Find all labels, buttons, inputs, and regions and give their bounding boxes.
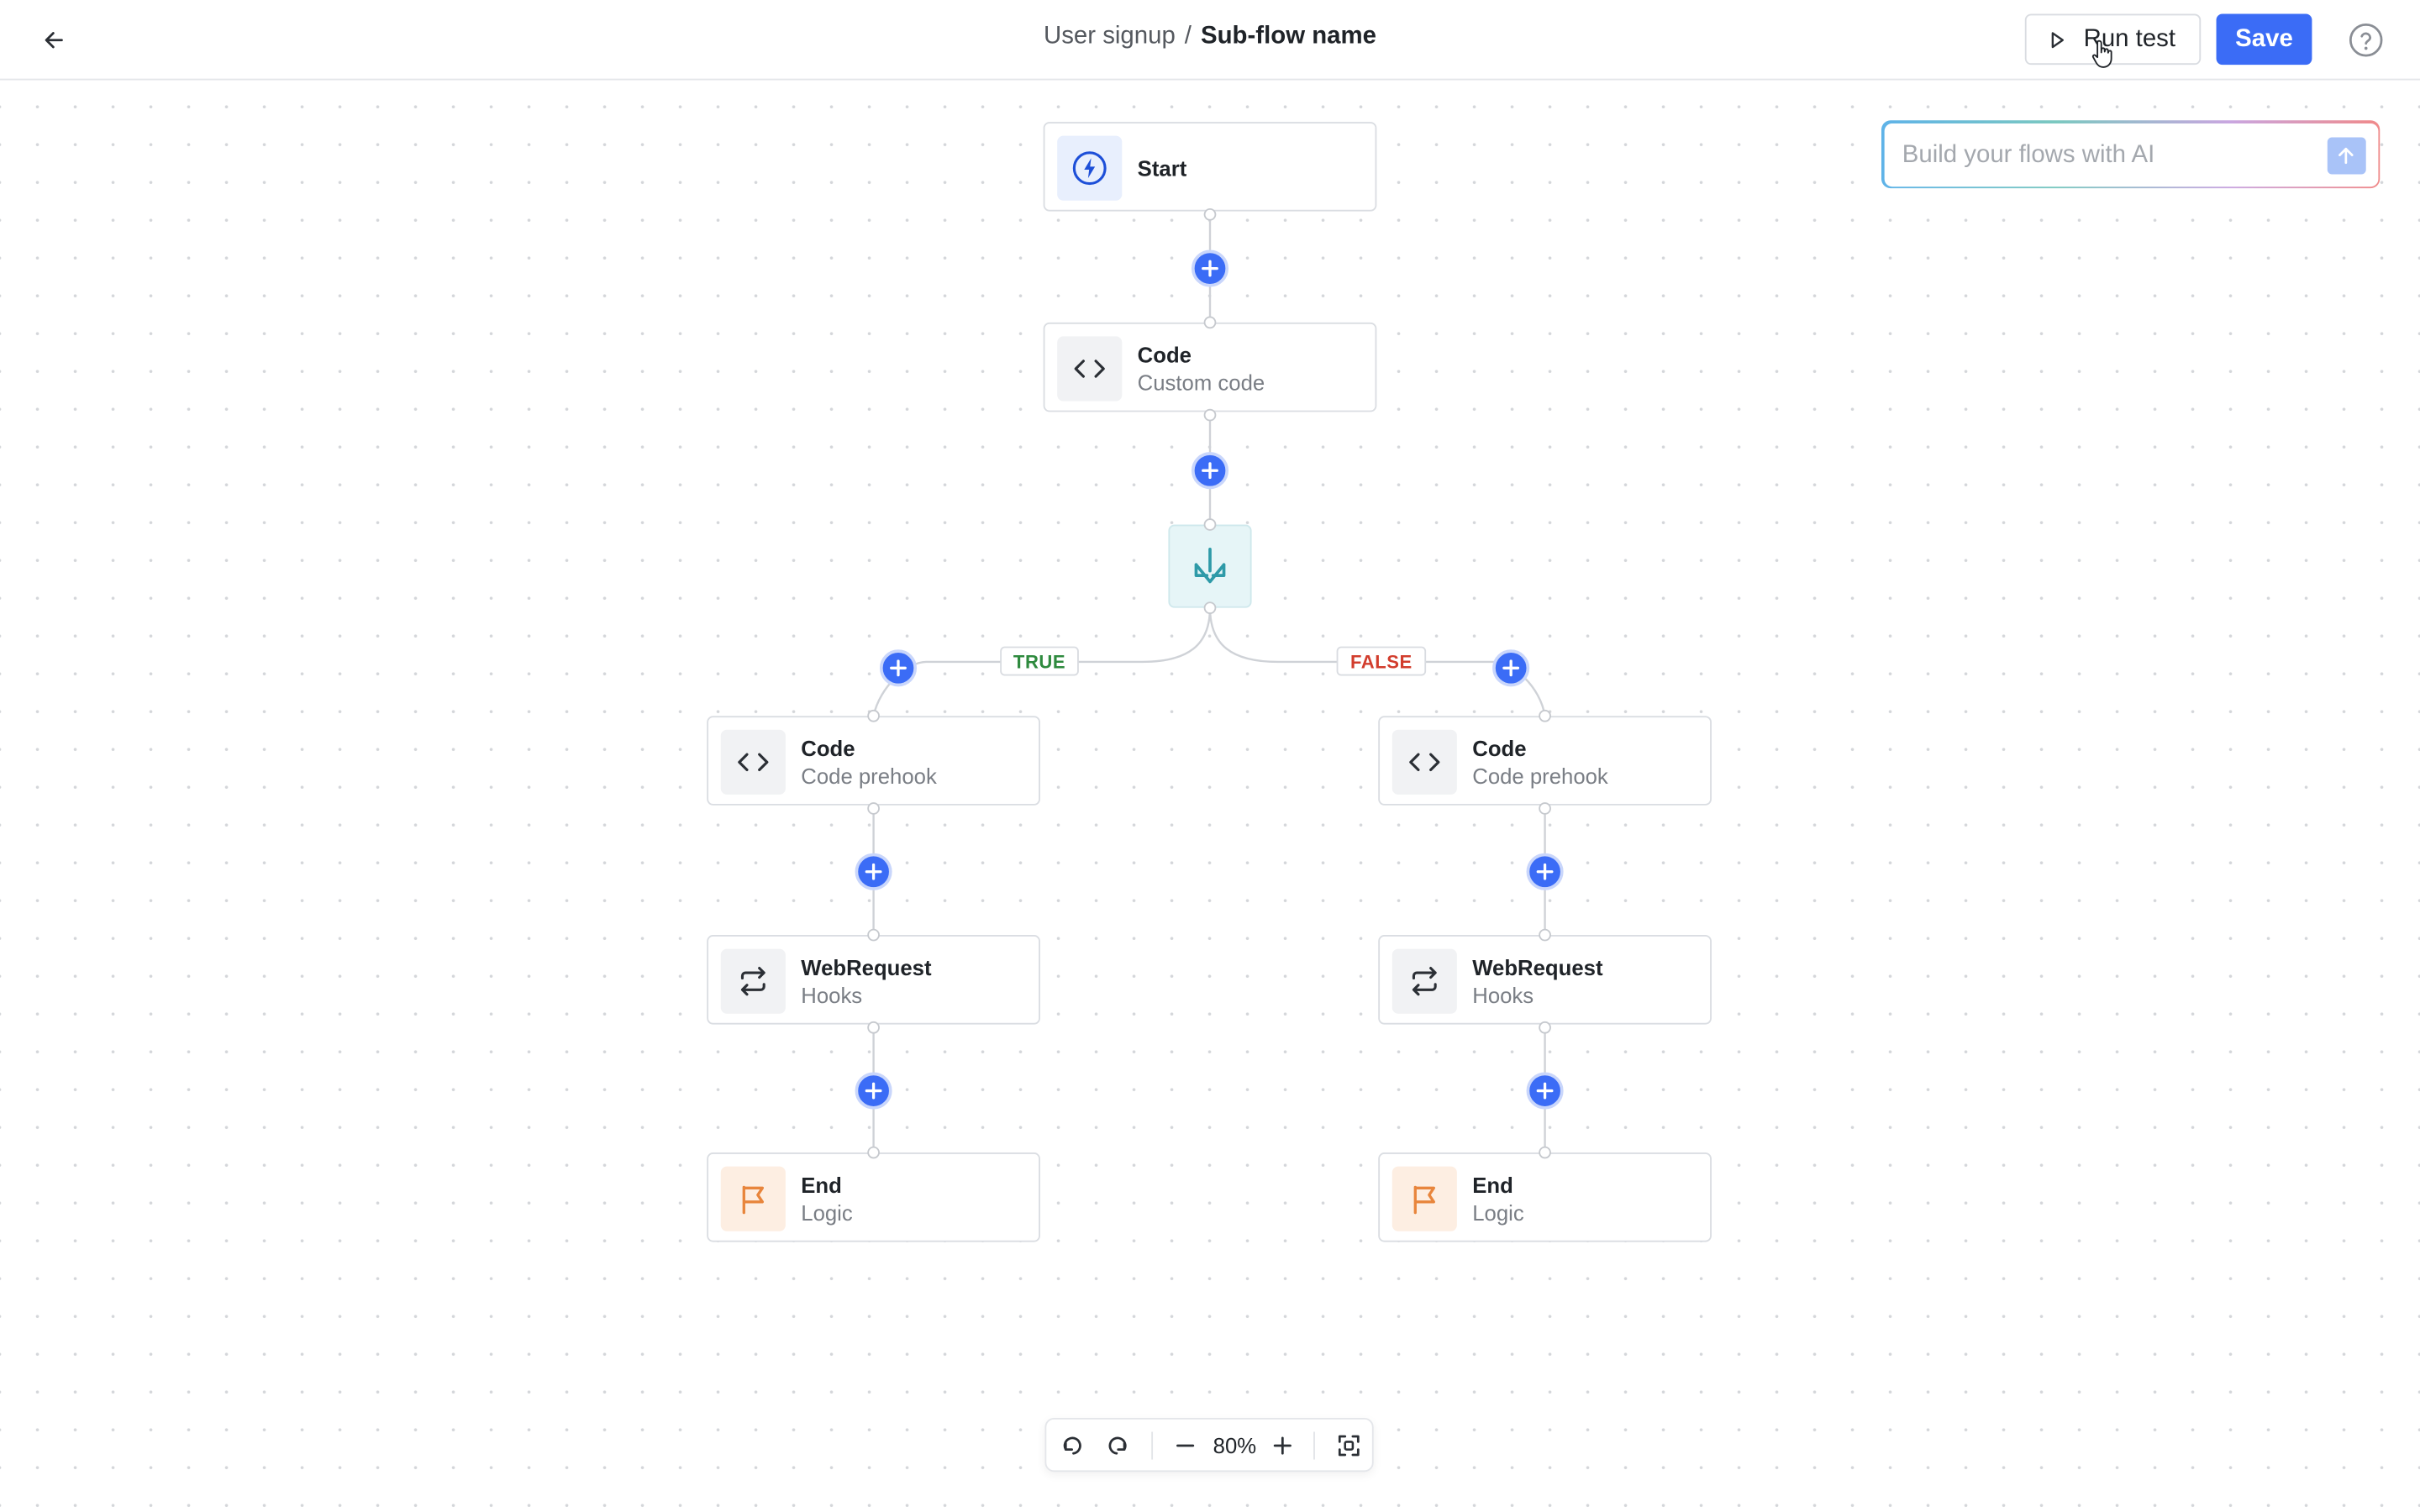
add-step-button[interactable] — [1191, 249, 1229, 287]
flag-icon — [1413, 1185, 1435, 1215]
add-step-button-false-branch[interactable] — [1492, 649, 1530, 687]
code-brackets-icon — [1074, 360, 1105, 378]
connection-port[interactable] — [867, 1146, 880, 1159]
plus-icon — [865, 1082, 882, 1100]
plus-icon — [1273, 1436, 1292, 1455]
connection-port[interactable] — [1539, 928, 1551, 942]
top-bar: User signup / Sub-flow name Run test Save — [0, 0, 2420, 81]
node-title: Code — [801, 736, 855, 761]
node-title: WebRequest — [1472, 954, 1603, 980]
zoom-level: 80% — [1213, 1433, 1257, 1458]
node-title: WebRequest — [801, 954, 932, 980]
node-subtitle: Logic — [801, 1200, 853, 1226]
run-test-button[interactable]: Run test — [2024, 13, 2202, 66]
redo-button[interactable] — [1103, 1431, 1134, 1462]
add-step-button[interactable] — [1526, 853, 1564, 890]
save-button[interactable]: Save — [2216, 13, 2312, 66]
connection-port[interactable] — [1203, 601, 1217, 615]
node-title: End — [1472, 1172, 1513, 1198]
undo-icon — [1063, 1436, 1081, 1455]
connection-port[interactable] — [1203, 518, 1217, 531]
plus-icon — [865, 863, 882, 880]
node-subtitle: Code prehook — [1472, 764, 1608, 789]
play-icon — [2049, 30, 2065, 49]
connection-port[interactable] — [1203, 207, 1217, 221]
add-step-button-true-branch[interactable] — [879, 649, 918, 687]
node-subtitle: Code prehook — [801, 764, 937, 789]
question-circle-icon — [2349, 24, 2383, 57]
node-title: Code — [1472, 736, 1527, 761]
node-start[interactable]: Start — [1043, 122, 1377, 212]
add-step-button[interactable] — [855, 1072, 892, 1110]
node-title: Code — [1137, 342, 1192, 368]
repeat-arrows-icon — [740, 966, 765, 996]
node-subtitle: Hooks — [1472, 983, 1534, 1008]
branch-label-false: FALSE — [1336, 646, 1427, 676]
node-subtitle: Hooks — [801, 983, 863, 1008]
ai-prompt-input[interactable] — [1899, 123, 2323, 190]
split-arrow-icon — [1194, 548, 1226, 584]
hand-cursor-icon — [2091, 39, 2112, 68]
connection-port[interactable] — [867, 928, 880, 942]
branch-label-true: TRUE — [1000, 646, 1079, 676]
repeat-arrows-icon — [1412, 966, 1437, 996]
node-code-main[interactable]: Code Custom code — [1043, 322, 1377, 412]
connection-port[interactable] — [867, 1021, 880, 1034]
flag-icon — [742, 1185, 765, 1215]
help-button[interactable] — [2346, 20, 2386, 60]
breadcrumb: User signup / Sub-flow name — [0, 24, 2420, 51]
plus-icon — [1202, 260, 1218, 277]
zoom-toolbar: 80% — [1044, 1417, 1374, 1473]
connection-port[interactable] — [1203, 408, 1217, 422]
node-condition[interactable] — [1168, 524, 1252, 608]
node-webrequest-false[interactable]: WebRequest Hooks — [1378, 935, 1712, 1025]
connection-port[interactable] — [867, 802, 880, 815]
node-code-true[interactable]: Code Code prehook — [707, 716, 1040, 806]
add-step-button[interactable] — [1191, 452, 1229, 490]
node-subtitle: Custom code — [1137, 370, 1265, 396]
node-code-false[interactable]: Code Code prehook — [1378, 716, 1712, 806]
lightning-icon — [1072, 151, 1107, 186]
connection-port[interactable] — [1539, 709, 1551, 722]
undo-button[interactable] — [1055, 1431, 1086, 1462]
connection-port[interactable] — [1539, 1146, 1551, 1159]
plus-icon — [1202, 462, 1218, 480]
ai-send-button[interactable] — [2326, 136, 2365, 174]
ai-prompt-box — [1881, 120, 2381, 190]
plus-icon — [1536, 1082, 1554, 1100]
zoom-out-button[interactable] — [1170, 1431, 1201, 1462]
fit-view-button[interactable] — [1334, 1431, 1365, 1462]
page-title: Sub-flow name — [1201, 23, 1376, 50]
arrow-left-icon — [45, 32, 63, 49]
arrow-up-icon — [2338, 146, 2354, 164]
redo-icon — [1108, 1436, 1127, 1455]
code-brackets-icon — [738, 753, 769, 772]
node-title: Start — [1137, 155, 1187, 181]
back-button[interactable] — [34, 20, 74, 60]
connection-port[interactable] — [1539, 802, 1551, 815]
node-end-false[interactable]: End Logic — [1378, 1152, 1712, 1242]
node-end-true[interactable]: End Logic — [707, 1152, 1040, 1242]
connection-port[interactable] — [1539, 1021, 1551, 1034]
breadcrumb-separator: / — [1184, 23, 1192, 50]
plus-icon — [890, 659, 907, 677]
breadcrumb-parent[interactable]: User signup — [1043, 23, 1176, 50]
connection-port[interactable] — [1203, 316, 1217, 329]
node-title: End — [801, 1172, 842, 1198]
add-step-button[interactable] — [855, 853, 892, 890]
fit-screen-icon — [1338, 1435, 1360, 1457]
node-webrequest-true[interactable]: WebRequest Hooks — [707, 935, 1040, 1025]
add-step-button[interactable] — [1526, 1072, 1564, 1110]
minus-icon — [1176, 1444, 1195, 1447]
node-subtitle: Logic — [1472, 1200, 1524, 1226]
plus-icon — [1502, 659, 1520, 677]
connection-port[interactable] — [867, 709, 880, 722]
zoom-in-button[interactable] — [1267, 1431, 1298, 1462]
code-brackets-icon — [1409, 753, 1440, 772]
plus-icon — [1536, 863, 1554, 880]
